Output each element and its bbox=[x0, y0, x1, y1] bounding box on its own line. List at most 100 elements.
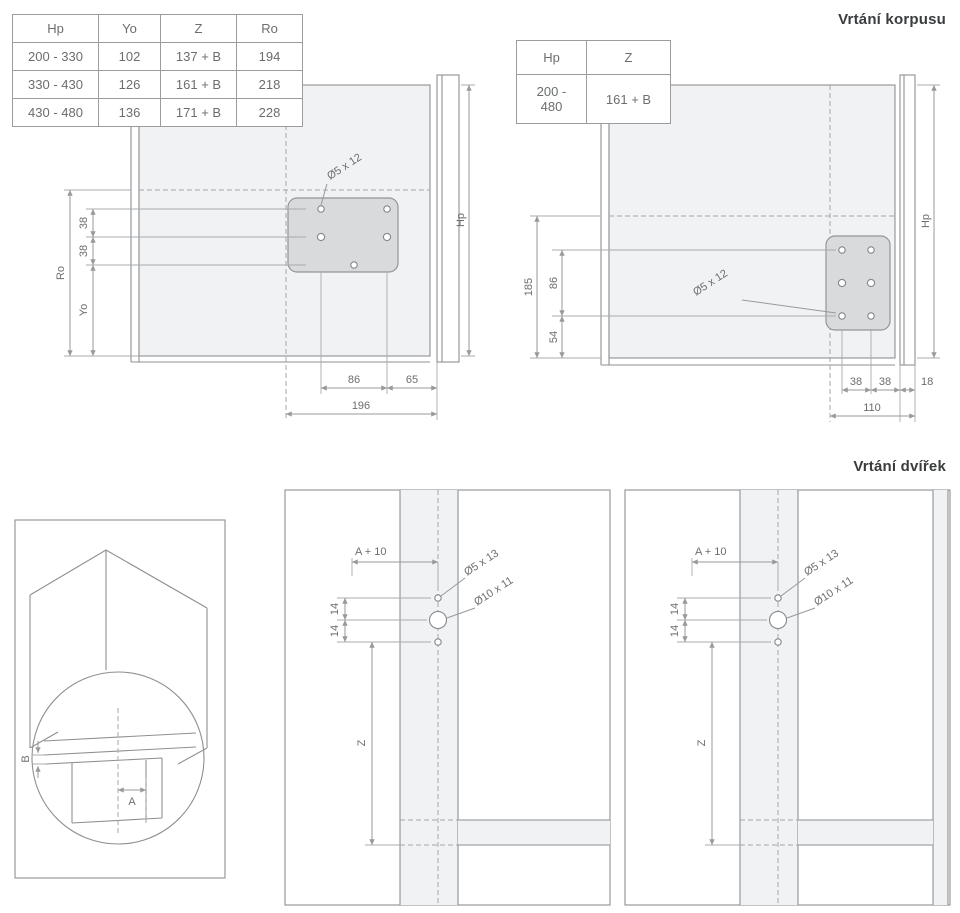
dim-label-a: A bbox=[128, 796, 136, 808]
table-cell: 200 - 330 bbox=[12, 42, 99, 71]
door-drilling-left-diagram: A + 10 14 14 Z Ø5 x 13 Ø10 x 11 bbox=[284, 489, 611, 906]
table-cell: 161 + B bbox=[586, 74, 671, 124]
extension-line bbox=[337, 558, 439, 846]
cabinet-bottom-band bbox=[458, 820, 610, 845]
dim-label-yo: Yo bbox=[78, 304, 90, 316]
table-cell: 136 bbox=[98, 98, 161, 127]
table-cell: 137 + B bbox=[160, 42, 237, 71]
dimension-lines bbox=[534, 84, 937, 419]
cup-hole-size-label: Ø10 x 11 bbox=[812, 575, 855, 609]
table-header-cell: Hp bbox=[12, 14, 99, 43]
inset-border bbox=[14, 519, 226, 879]
korpus-dimension-table: Hp Yo Z Ro 200 - 330 102 137 + B 194 330… bbox=[12, 14, 303, 127]
table-cell: 194 bbox=[236, 42, 303, 71]
dim-label-185: 185 bbox=[523, 278, 535, 296]
plate-hole bbox=[316, 232, 326, 242]
dim-label-38-right: 38 bbox=[879, 376, 891, 388]
dim-label-38-left: 38 bbox=[850, 376, 862, 388]
table-header-row: Hp Yo Z Ro bbox=[12, 14, 303, 43]
table-header-cell: Z bbox=[586, 40, 671, 75]
extension-lines bbox=[677, 558, 779, 846]
table-cell: 161 + B bbox=[160, 70, 237, 99]
door-section bbox=[399, 490, 610, 905]
table-cell: 430 - 480 bbox=[12, 98, 99, 127]
dim-label-14-lower: 14 bbox=[669, 625, 681, 637]
plate-hole bbox=[317, 205, 325, 213]
drill-axis-dashed-line bbox=[117, 708, 147, 834]
pilot-hole-size-label: Ø5 x 13 bbox=[462, 547, 501, 578]
dimension-lines bbox=[682, 559, 816, 846]
plate-hole bbox=[838, 312, 846, 320]
cup-hole bbox=[768, 610, 788, 630]
dim-label-86: 86 bbox=[348, 374, 360, 386]
pilot-hole-size-label: Ø5 x 13 bbox=[802, 547, 841, 578]
plate-hole bbox=[866, 278, 876, 288]
dim-label-ro: Ro bbox=[55, 266, 67, 280]
mounting-plate-body bbox=[825, 235, 891, 331]
plate-hole bbox=[350, 261, 358, 269]
front-edge-bar bbox=[899, 74, 916, 366]
dim-label-z: Z bbox=[696, 739, 708, 746]
perspective-sketch bbox=[29, 549, 208, 765]
table-cell: 171 + B bbox=[160, 98, 237, 127]
pilot-hole-leader bbox=[780, 577, 806, 597]
door-edge-line bbox=[45, 757, 163, 824]
cup-hole bbox=[428, 610, 448, 630]
dim-label-b: B bbox=[20, 755, 32, 762]
pilot-hole-top bbox=[434, 594, 442, 602]
door-edge-strip bbox=[400, 490, 458, 905]
reference-dashed-lines bbox=[139, 85, 430, 420]
dim-label-38-upper: 38 bbox=[78, 217, 90, 229]
table-cell: 200 - 480 bbox=[516, 74, 587, 124]
table-header-cell: Ro bbox=[236, 14, 303, 43]
dim-label-14-upper: 14 bbox=[329, 603, 341, 615]
dim-label-196: 196 bbox=[352, 400, 370, 412]
dim-label-hp: Hp bbox=[920, 214, 932, 228]
dim-label-hp: Hp bbox=[455, 213, 467, 227]
hole-callout-leader bbox=[741, 299, 837, 314]
cabinet-outline bbox=[600, 74, 916, 366]
pilot-hole-leader bbox=[440, 577, 466, 597]
dim-label-a10: A + 10 bbox=[355, 546, 387, 558]
table-cell: 102 bbox=[98, 42, 161, 71]
cabinet-bottom-band-lines bbox=[458, 819, 610, 846]
dimension-lines bbox=[342, 559, 476, 846]
sketch-line bbox=[29, 549, 208, 765]
dim-label-18: 18 bbox=[921, 376, 933, 388]
table-cell: 330 - 430 bbox=[12, 70, 99, 99]
table-cell: 126 bbox=[98, 70, 161, 99]
dim-label-14-upper: 14 bbox=[669, 603, 681, 615]
plate-hole bbox=[838, 246, 846, 254]
table-cell: 218 bbox=[236, 70, 303, 99]
door-section bbox=[739, 490, 949, 905]
bottom-panel-section-line bbox=[43, 732, 197, 756]
table-header-row: Hp Z bbox=[516, 40, 671, 75]
dim-label-z: Z bbox=[356, 739, 368, 746]
table-row: 200 - 330 102 137 + B 194 bbox=[12, 42, 303, 71]
pilot-hole-bottom bbox=[434, 638, 442, 646]
pilot-hole-top bbox=[774, 594, 782, 602]
drill-holes bbox=[768, 594, 788, 646]
table-header-cell: Hp bbox=[516, 40, 587, 75]
plate-hole bbox=[867, 312, 875, 320]
plate-hole bbox=[383, 205, 391, 213]
table-header-cell: Yo bbox=[98, 14, 161, 43]
zoom-circle bbox=[31, 671, 205, 845]
plate-hole bbox=[867, 246, 875, 254]
korpus-right-diagram: 86 54 185 Hp 38 38 18 110 Ø5 x 12 bbox=[523, 74, 940, 422]
dim-label-86: 86 bbox=[548, 277, 560, 289]
extension-lines bbox=[530, 84, 940, 422]
table-row: 200 - 480 161 + B bbox=[516, 74, 671, 124]
plate-hole bbox=[837, 278, 847, 288]
side-panel-strip bbox=[933, 490, 948, 905]
plate-hole bbox=[382, 232, 392, 242]
cabinet-bottom-band bbox=[798, 820, 933, 845]
cabinet-bottom-band-lines bbox=[798, 819, 933, 846]
door-edge-strip bbox=[740, 490, 798, 905]
pilot-hole-bottom bbox=[774, 638, 782, 646]
section-title-korpus: Vrtání korpusu bbox=[838, 11, 946, 28]
table-row: 430 - 480 136 171 + B 228 bbox=[12, 98, 303, 127]
drill-holes bbox=[428, 594, 448, 646]
dim-label-a10: A + 10 bbox=[695, 546, 727, 558]
